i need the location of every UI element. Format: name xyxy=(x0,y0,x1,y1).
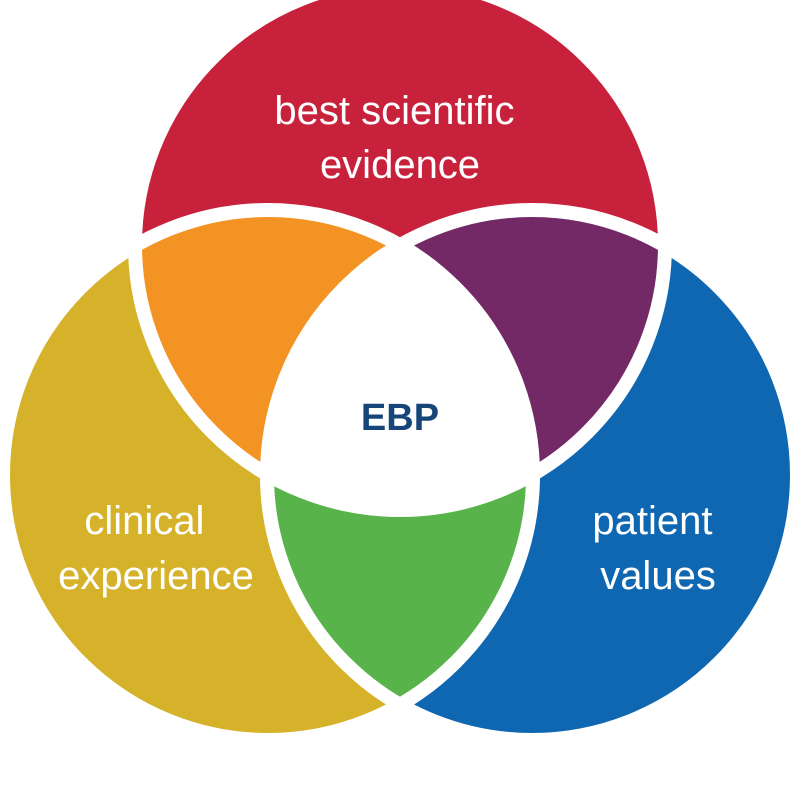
label-patient-line-1: patient xyxy=(592,499,712,543)
label-clinical-experience: clinical experience xyxy=(58,499,254,598)
label-best-scientific-evidence: best scientific evidence xyxy=(274,89,525,187)
boundary-clinical xyxy=(0,203,540,747)
label-evidence-line-2: evidence xyxy=(320,143,480,187)
boundary-patient xyxy=(260,203,800,747)
label-patient-values: patient values xyxy=(592,499,723,598)
label-ebp: EBP xyxy=(361,397,439,439)
label-evidence-line-1: best scientific xyxy=(274,89,514,133)
label-clinical-line-1: clinical xyxy=(84,499,204,543)
label-clinical-line-2: experience xyxy=(58,554,254,598)
label-patient-line-2: values xyxy=(600,554,716,598)
